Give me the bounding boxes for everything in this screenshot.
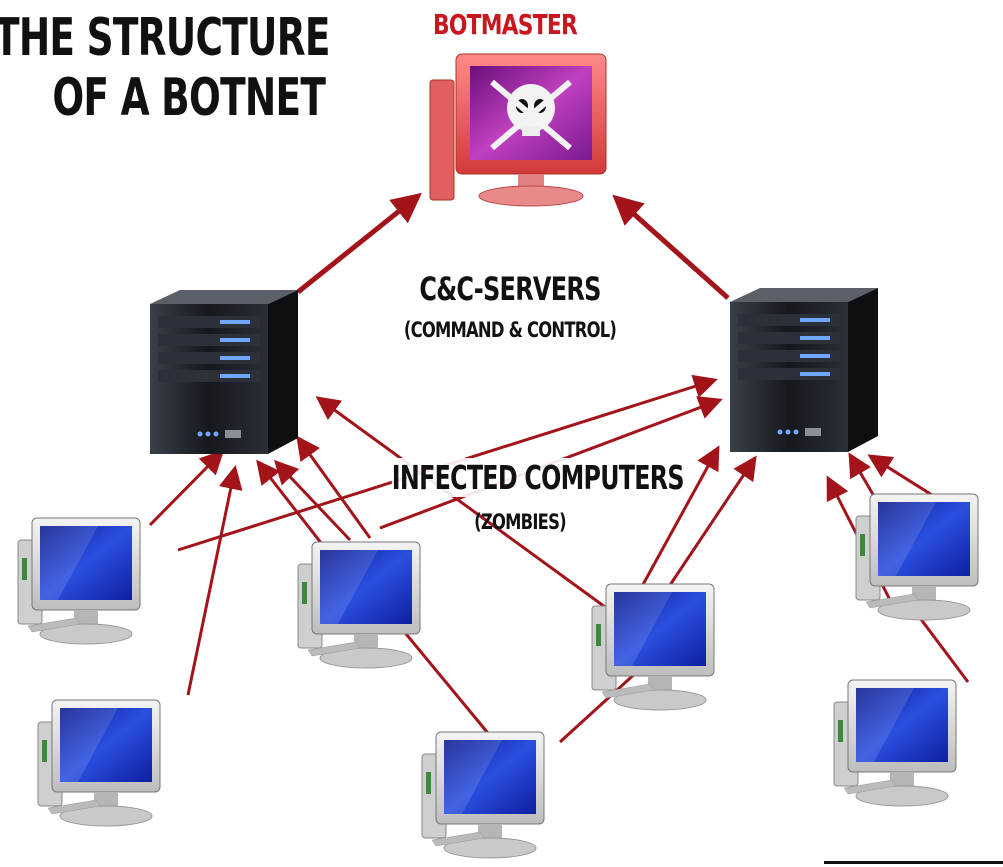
zombie-computer-icon — [591, 583, 715, 711]
zombie-computer-icon — [421, 731, 545, 859]
zombie-computer-icon — [855, 493, 979, 621]
divider — [824, 861, 1003, 864]
arrow — [148, 449, 225, 527]
arrow — [867, 454, 941, 502]
title-line-1: THE STRUCTURE — [0, 8, 330, 68]
botmaster-computer-icon — [429, 53, 607, 207]
arrow — [256, 459, 327, 549]
zombies-sublabel: (ZOMBIES) — [474, 510, 566, 534]
arrow — [296, 435, 372, 539]
arrow — [638, 445, 720, 591]
arrow — [186, 465, 243, 696]
arrow — [612, 194, 730, 300]
zombie-computer-icon — [297, 541, 421, 669]
infected-computers-label: INFECTED COMPUTERS — [391, 458, 684, 497]
arrow — [315, 396, 613, 614]
botmaster-label: BOTMASTER — [432, 8, 578, 41]
server-to-botmaster-arrows — [296, 192, 730, 300]
zombie-computer-icon — [37, 699, 161, 827]
arrow — [273, 459, 352, 542]
zombie-computer-icon — [833, 679, 957, 807]
server-right-icon — [730, 288, 878, 452]
server-left-icon — [150, 290, 298, 454]
diagram-title: THE STRUCTURE OF A BOTNET — [0, 8, 330, 128]
cc-servers-label: C&C-SERVERS — [419, 270, 601, 308]
arrow — [658, 455, 757, 601]
zombie-computer-icon — [17, 517, 141, 645]
title-line-2: OF A BOTNET — [52, 68, 326, 128]
arrow — [296, 192, 422, 294]
cc-servers-sublabel: (COMMAND & CONTROL) — [403, 318, 617, 342]
